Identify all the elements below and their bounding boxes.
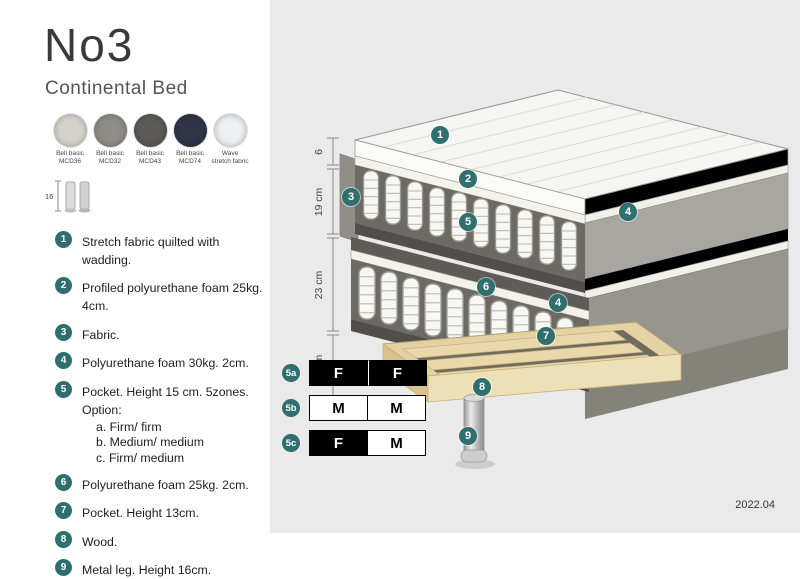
feature-text: Pocket. Height 15 cm. 5zones. Option: (82, 384, 249, 417)
feature-list: 1 Stretch fabric quilted with wadding. 2 Pr… (55, 230, 270, 579)
lower-mattress-top-band (351, 237, 589, 311)
feature-text: Metal leg. Height 16cm. (82, 563, 212, 578)
dimension-label-top-layer: 6 (313, 149, 325, 155)
fabric-swatch-circle (173, 114, 207, 147)
diagram-callout: 9 (459, 427, 477, 445)
feature-number-badge: 3 (55, 323, 72, 341)
feature-number-badge: 5 (55, 380, 72, 398)
product-diagram-panel: 6 19 cm 23 cm 16 cm (270, 0, 800, 533)
feature-item: 6 Polyurethane foam 25kg. 2cm. (55, 473, 270, 494)
feature-number-badge: 7 (55, 502, 72, 520)
feature-item: 8 Wood. (55, 530, 270, 551)
firmness-cell: M (367, 395, 426, 421)
product-title: No3 (44, 19, 135, 71)
feature-item: 5 Pocket. Height 15 cm. 5zones. Option: a.… (55, 380, 270, 466)
feature-item: 4 Polyurethane foam 30kg. 2cm. (55, 352, 270, 372)
feature-number-badge: 4 (55, 352, 72, 370)
wood-slat (419, 342, 644, 371)
leg-foot (460, 449, 488, 463)
firmness-row-badge: 5a (282, 364, 300, 382)
dimension-label-upper-mattress: 19 cm (313, 187, 325, 216)
feature-item: 9 Metal leg. Height 16cm. (55, 559, 270, 579)
quilt-stitch-lines (383, 96, 760, 193)
leg-thumbnail-icon: 16 (45, 180, 91, 213)
diagram-callout: 4 (619, 203, 637, 221)
diagram-callout: 7 (537, 327, 555, 345)
diagram-callout: 3 (342, 188, 360, 206)
firmness-cell: M (309, 395, 368, 421)
feature-text: Wood. (82, 534, 118, 549)
rail-upper (355, 223, 585, 293)
feature-text: Polyurethane foam 25kg. 2cm. (82, 477, 249, 492)
diagram-callout: 2 (459, 170, 477, 188)
fabric-swatch-circle (93, 114, 127, 147)
feature-number-badge: 9 (55, 559, 72, 577)
firmness-cell: F (309, 360, 368, 386)
leg-height-label: 16 (45, 192, 53, 201)
fabric-swatch-circle (213, 114, 247, 147)
wood-slat-base (381, 321, 683, 403)
feature-text: Pocket. Height 13cm. (82, 506, 199, 521)
diagram-callout: 8 (473, 378, 491, 396)
feature-item: 2 Profiled polyurethane foam 25kg. 4cm. (55, 277, 270, 315)
diagram-callout: 1 (431, 126, 449, 144)
firmness-cell: M (367, 430, 426, 456)
diagram-callout: 6 (477, 278, 495, 296)
feature-number-badge: 6 (55, 473, 72, 491)
firmness-cell: F (309, 430, 368, 456)
feature-item: 7 Pocket. Height 13cm. (55, 502, 270, 522)
feature-number-badge: 2 (55, 277, 72, 295)
feature-item: 1 Stretch fabric quilted with wadding. (55, 230, 270, 269)
firmness-row-badge: 5b (282, 399, 300, 417)
product-subtitle: Continental Bed (45, 78, 188, 99)
rail-right (585, 229, 788, 291)
feature-number-badge: 8 (55, 530, 72, 548)
fabric-swatch-circle (53, 114, 87, 147)
diagram-callout: 5 (459, 213, 477, 231)
base-side-right (585, 329, 788, 419)
fabric-swatch-circle (133, 114, 167, 147)
firmness-cell: F (368, 360, 427, 386)
firmness-row-badge: 5c (282, 434, 300, 452)
leg-thumbnail: 16 (44, 176, 270, 221)
feature-text: Stretch fabric quilted with wadding. (82, 234, 220, 267)
feature-option: a. Firm/ firm (96, 419, 162, 434)
feature-text: Profiled polyurethane foam 25kg. 4cm. (82, 281, 263, 314)
dimension-label-lower-mattress: 23 cm (313, 270, 325, 299)
feature-option: b. Medium/ medium (96, 435, 204, 450)
diagram-callout: 4 (549, 294, 567, 312)
feature-item: 3 Fabric. (55, 323, 270, 344)
feature-text: Fabric. (82, 327, 120, 342)
feature-option: c. Firm/ medium (96, 450, 185, 465)
feature-text: Polyurethane foam 30kg. 2cm. (82, 356, 249, 371)
feature-number-badge: 1 (55, 230, 72, 248)
version-label: 2022.04 (735, 499, 775, 511)
